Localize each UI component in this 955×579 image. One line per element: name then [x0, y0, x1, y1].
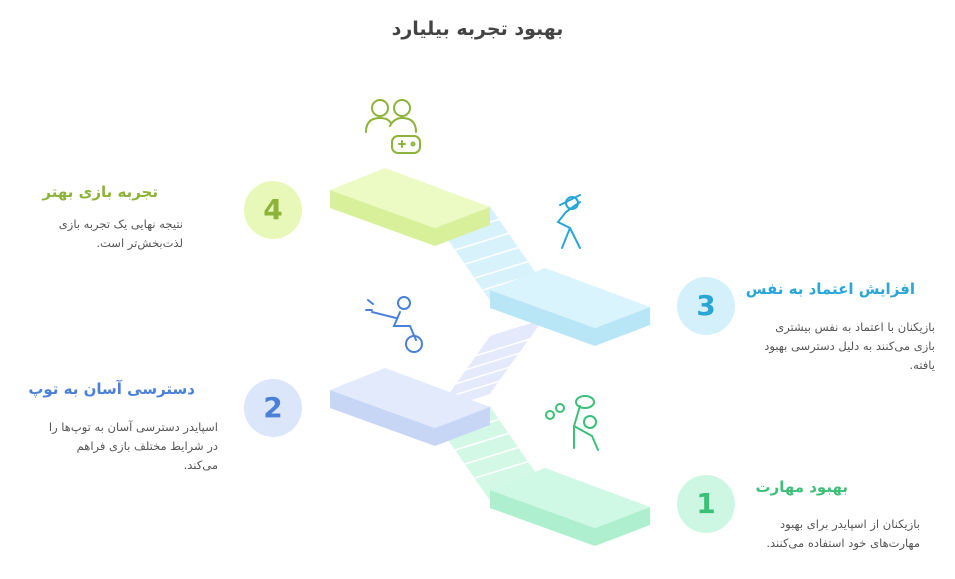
diagram-title: بهبود تجربه بیلیارد: [391, 18, 564, 40]
step-1-heading: بهبود مهارت: [755, 478, 848, 496]
step-1-description: بازیکنان از اسپایدر برای بهبود مهارت‌های…: [766, 517, 920, 550]
step-2-heading: دسترسی آسان به توپ: [28, 380, 195, 398]
platform-3: [490, 268, 650, 346]
step-2-number-badge: 2: [244, 379, 302, 437]
step-4-heading: تجربه بازی بهتر: [42, 183, 158, 201]
step-3-description: بازیکنان با اعتماد به نفس بیشتری بازی می…: [764, 320, 935, 372]
step-4-description: نتیجه نهایی یک تجربه بازی لذت‌بخش‌تر است…: [58, 217, 183, 250]
platform-2: [330, 368, 490, 446]
platform-4: [330, 168, 490, 246]
player-net-icon: [545, 395, 599, 451]
step-2-description: اسپایدر دسترسی آسان به توپ‌ها را در شرای…: [48, 420, 218, 472]
step-3-heading: افزایش اعتماد به نفس: [745, 280, 915, 298]
step-4-number-badge: 4: [244, 181, 302, 239]
player-cue-icon: [365, 296, 423, 353]
users-gamepad-icon: [365, 99, 421, 154]
platform-1: [490, 468, 650, 546]
step-1-number-badge: 1: [677, 475, 735, 533]
step-3-number-badge: 3: [677, 277, 735, 335]
player-swing-icon: [556, 194, 581, 249]
